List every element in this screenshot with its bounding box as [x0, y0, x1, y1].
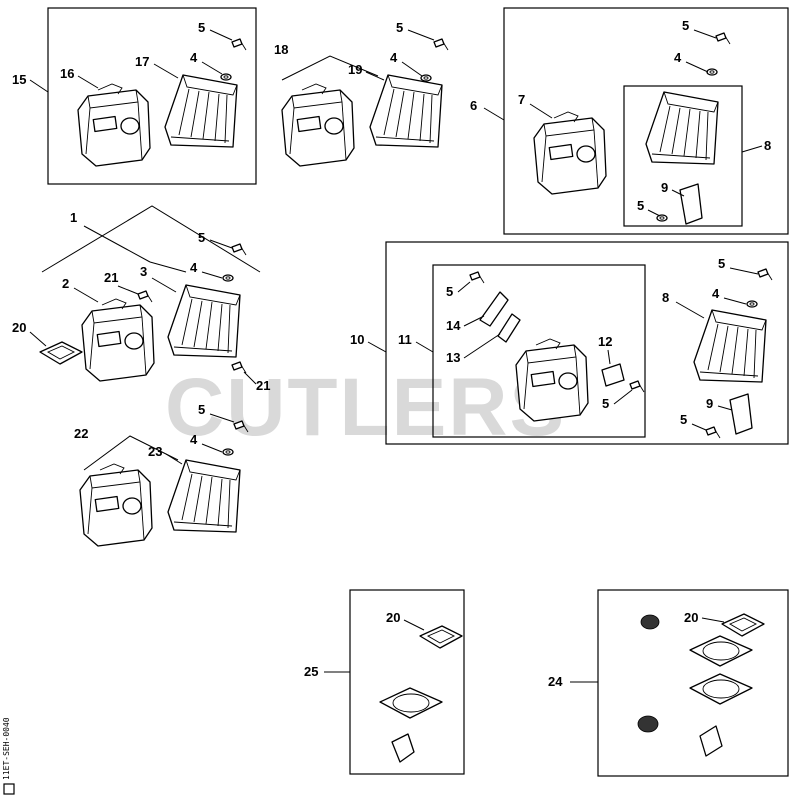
callout-24: 24: [548, 674, 563, 689]
callout-4: 4: [712, 286, 720, 301]
screw-5: [231, 38, 247, 51]
baffle-9: [729, 393, 753, 435]
callout-22: 22: [74, 426, 88, 441]
callout-6: 6: [470, 98, 477, 113]
callout-14: 14: [446, 318, 461, 333]
callout-11: 11: [398, 332, 412, 347]
washer-4: [220, 73, 232, 81]
callout-20: 20: [684, 610, 698, 625]
callout-4: 4: [674, 50, 682, 65]
callout-21: 21: [104, 270, 118, 285]
muffler-cover-17: [164, 74, 238, 148]
muffler-18: [281, 83, 355, 167]
callout-5: 5: [198, 402, 205, 417]
callout-5: 5: [446, 284, 453, 299]
sub-box-11: [432, 264, 646, 438]
spark-arrestor: [640, 614, 660, 630]
callout-5: 5: [680, 412, 687, 427]
drawing-code: 11ET-SEH-0040: [2, 717, 11, 780]
screen-12: [601, 363, 625, 387]
callout-5: 5: [718, 256, 725, 271]
drawing-marker: [3, 783, 15, 795]
callout-4: 4: [390, 50, 398, 65]
muffler-gasket: [689, 673, 753, 705]
gasket-20: [419, 625, 463, 649]
callout-16: 16: [60, 66, 74, 81]
screw-5: [433, 38, 449, 51]
muffler-cover-8: [645, 91, 719, 165]
callout-9: 9: [661, 180, 668, 195]
screw-5: [469, 271, 485, 284]
grommet: [637, 715, 659, 733]
nut-5: [656, 214, 668, 222]
screen-13: [497, 313, 521, 343]
callout-20: 20: [386, 610, 400, 625]
muffler-gasket: [379, 687, 443, 719]
muffler-cover-23: [167, 459, 241, 533]
callout-3: 3: [140, 264, 147, 279]
callout-15: 15: [12, 72, 26, 87]
watermark: CUTLERS: [165, 362, 566, 453]
callout-21: 21: [256, 378, 270, 393]
callout-5: 5: [396, 20, 403, 35]
gasket-20: [39, 341, 83, 365]
muffler-22: [79, 463, 153, 547]
muffler-cover-3: [167, 284, 241, 358]
bracket: [391, 733, 415, 763]
callout-9: 9: [706, 396, 713, 411]
screw-21: [137, 290, 153, 303]
kit-box-24: [597, 589, 789, 777]
callout-23: 23: [148, 444, 162, 459]
callout-20: 20: [12, 320, 26, 335]
callout-5: 5: [198, 20, 205, 35]
callout-8: 8: [764, 138, 771, 153]
callout-5: 5: [682, 18, 689, 33]
muffler-2: [81, 298, 155, 382]
callout-17: 17: [135, 54, 149, 69]
sub-box-8: [623, 85, 743, 227]
plate-14: [479, 291, 509, 327]
washer-4: [222, 274, 234, 282]
washer-4: [706, 68, 718, 76]
callout-1: 1: [70, 210, 77, 225]
screw-5: [715, 32, 731, 45]
callout-18: 18: [274, 42, 288, 57]
screw-5: [231, 243, 247, 256]
callout-2: 2: [62, 276, 69, 291]
callout-5: 5: [637, 198, 644, 213]
kit-box-25: [349, 589, 465, 775]
callout-10: 10: [350, 332, 364, 347]
washer-4: [746, 300, 758, 308]
callout-7: 7: [518, 92, 525, 107]
washer-4: [420, 74, 432, 82]
callout-19: 19: [348, 62, 362, 77]
callout-5: 5: [602, 396, 609, 411]
callout-25: 25: [304, 664, 318, 679]
callout-12: 12: [598, 334, 612, 349]
callout-4: 4: [190, 260, 198, 275]
washer-4: [222, 448, 234, 456]
baffle-9: [679, 183, 703, 225]
muffler-cover-19: [369, 74, 443, 148]
callout-13: 13: [446, 350, 460, 365]
callout-5: 5: [198, 230, 205, 245]
muffler-body: [515, 338, 589, 422]
muffler-16: [77, 83, 151, 167]
callout-4: 4: [190, 50, 198, 65]
muffler-cover-8: [693, 309, 767, 383]
muffler-gasket: [689, 635, 753, 667]
bracket: [699, 725, 723, 757]
kit-box-10: [385, 241, 789, 445]
screw-5: [705, 426, 721, 439]
kit-box-15: [47, 7, 257, 185]
muffler-7: [533, 111, 607, 195]
kit-box-6: [503, 7, 789, 235]
gasket-20: [721, 613, 765, 637]
callout-4: 4: [190, 432, 198, 447]
callout-8: 8: [662, 290, 669, 305]
screw-5: [757, 268, 773, 281]
